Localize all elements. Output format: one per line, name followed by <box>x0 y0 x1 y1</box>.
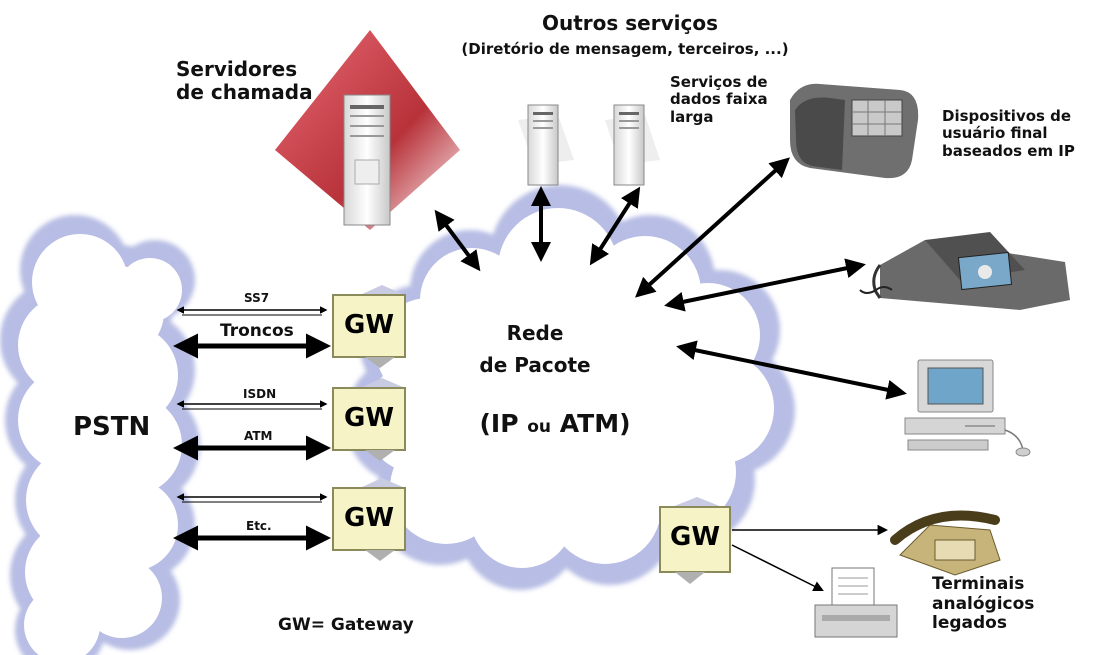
server-tower-icon <box>605 104 660 186</box>
packet-net-line3: (IP ou ATM) <box>455 409 655 439</box>
gateway-label: GW <box>343 310 395 340</box>
video-phone-icon <box>859 232 1070 310</box>
legacy-links <box>731 524 889 591</box>
packet-net-atm: ATM) <box>559 409 631 438</box>
pstn-label: PSTN <box>73 412 151 442</box>
packet-net-ou: ou <box>527 417 552 437</box>
packet-net-ip: (IP <box>479 409 519 438</box>
page-subtitle: (Diretório de mensagem, terceiros, ...) <box>461 40 789 58</box>
fax-printer-icon <box>814 567 898 638</box>
call-server-pyramid <box>275 30 460 230</box>
legacy-terminals-label: Terminais analógicos legados <box>932 574 1035 634</box>
pstn-links <box>173 306 331 551</box>
server-tower-icon <box>518 104 574 186</box>
broadband-label: Serviços de dados faixa larga <box>670 73 768 126</box>
gateway-3 <box>332 478 406 561</box>
link-etc-label: Etc. <box>246 519 272 533</box>
gateway-label: GW <box>343 503 395 533</box>
packet-net-line1: Rede <box>506 321 564 345</box>
gateway-label: GW <box>669 522 721 552</box>
packet-network-cloud <box>345 185 795 590</box>
gateway-4 <box>659 497 731 584</box>
gateway-1 <box>332 285 406 368</box>
link-ss7-label: SS7 <box>244 291 270 305</box>
page-title: Outros serviços <box>542 11 718 35</box>
desktop-computer-icon <box>904 359 1031 457</box>
link-isdn-label: ISDN <box>243 387 277 401</box>
legend-label: GW= Gateway <box>278 615 414 635</box>
gateway-label: GW <box>343 403 395 433</box>
ip-phone-icon <box>790 83 919 179</box>
packet-net-line2: de Pacote <box>479 353 591 377</box>
network-links <box>434 157 907 400</box>
ip-devices-label: Dispositivos de usuário final baseados e… <box>942 107 1075 160</box>
analog-phone-icon <box>890 510 1001 576</box>
pstn-cloud <box>0 215 200 655</box>
gateway-2 <box>332 378 406 461</box>
link-troncos-label: Troncos <box>220 321 294 341</box>
link-atm-label: ATM <box>244 429 273 443</box>
call-servers-label: Servidores de chamada <box>176 57 313 104</box>
